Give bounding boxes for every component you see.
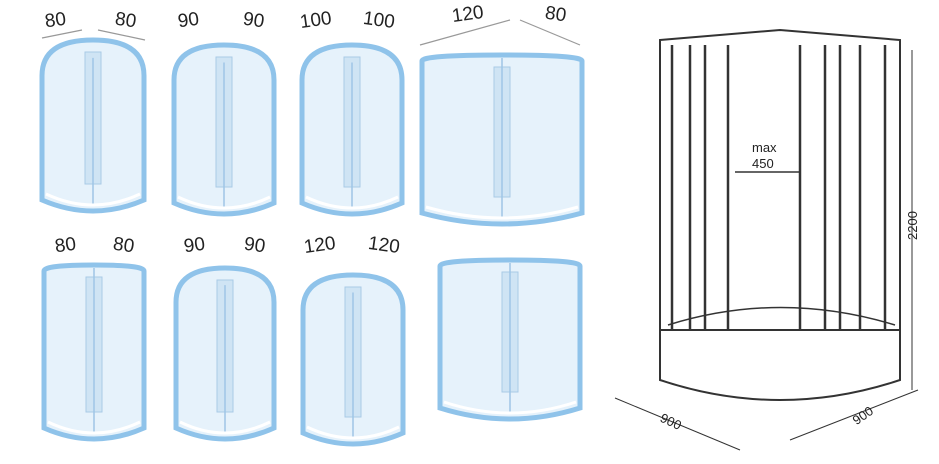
height-label: 2200	[904, 211, 920, 240]
tray-edge	[305, 195, 399, 210]
shower-tray	[659, 330, 901, 401]
door-width-label: 450	[752, 156, 774, 171]
cabin-6	[173, 265, 277, 442]
cabin-3	[299, 42, 405, 217]
tray-edge	[45, 192, 141, 207]
width-left-dimension-line	[614, 397, 741, 451]
arrow	[519, 19, 581, 46]
cabin-3-width-label: 100	[298, 7, 333, 34]
arrow	[97, 29, 146, 41]
cabin-5-width-label: 80	[53, 233, 78, 258]
cabin-5-depth-label: 80	[111, 233, 136, 258]
cabin-3-depth-label: 100	[361, 7, 397, 34]
arrow	[41, 29, 83, 39]
tray-edge	[443, 400, 577, 415]
tray-edge	[177, 195, 271, 210]
tray-edge	[425, 205, 579, 220]
cabin-2-width-label: 90	[176, 8, 201, 33]
cabin-1	[39, 37, 147, 214]
cabin-8	[437, 257, 583, 422]
cabin-2	[171, 42, 277, 217]
tray-edge	[306, 425, 400, 440]
cabin-4-depth-label: 80	[543, 2, 568, 27]
cabin-7-width-label: 120	[302, 232, 337, 259]
cabin-6-depth-label: 90	[242, 233, 267, 258]
tray-edge	[179, 420, 271, 435]
tray-edge	[47, 420, 141, 435]
technical-drawing-frame	[659, 28, 901, 331]
cabin-1-depth-label: 80	[113, 8, 138, 33]
cabin-1-width-label: 80	[43, 8, 68, 33]
width-right-dimension-line	[789, 389, 919, 441]
cabin-6-width-label: 90	[182, 233, 207, 258]
cabin-7-depth-label: 120	[366, 232, 402, 259]
door-max-label: max	[752, 140, 777, 155]
cabin-5	[41, 262, 147, 442]
arrow	[419, 19, 511, 46]
cabin-4-width-label: 120	[450, 1, 485, 28]
cabin-4	[419, 52, 585, 227]
tray-rim	[667, 306, 896, 326]
cabin-2-depth-label: 90	[241, 8, 266, 33]
cabin-7	[300, 272, 406, 447]
